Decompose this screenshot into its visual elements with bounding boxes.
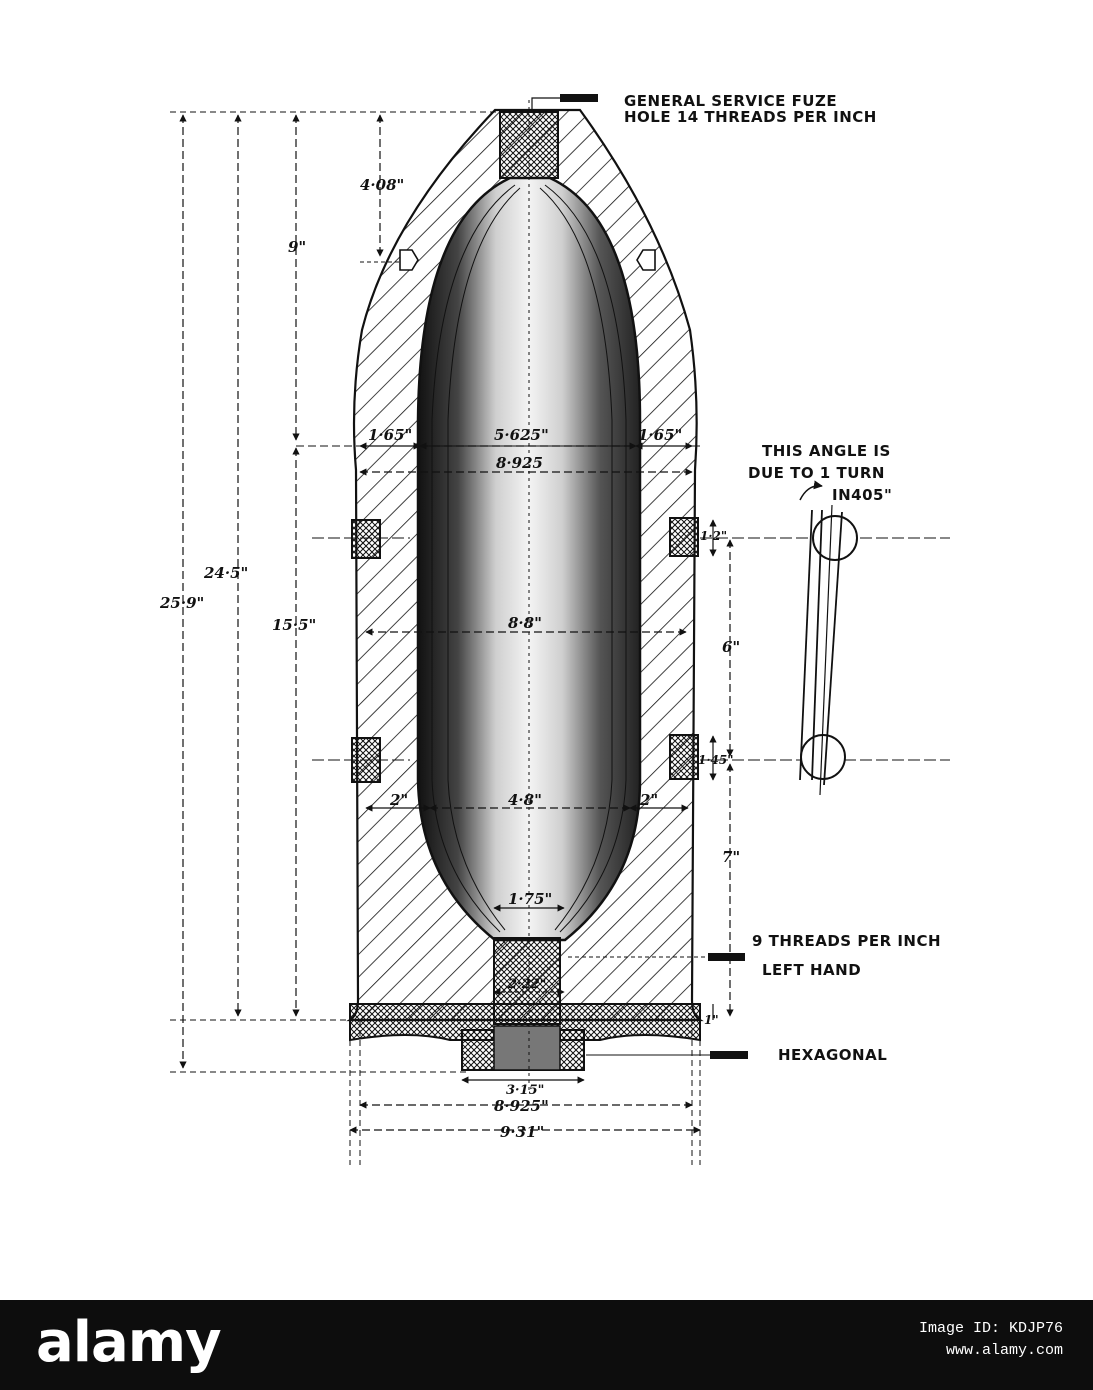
dim-body-diameter: 8·925 [496,454,543,472]
image-id: Image ID: KDJP76 [918,1320,1063,1337]
driving-band-upper-left [351,519,381,559]
dim-length-inner: 24·5" [203,564,248,582]
label-angle-line2: DUE TO 1 TURN [748,464,885,482]
dim-fuze-depth: 4·08" [360,176,404,194]
dim-wall-right-head: 1·65" [638,426,682,444]
dim-band-width-1: 1·2" [700,529,727,543]
label-fuze-line2: HOLE 14 THREADS PER INCH [624,108,877,126]
dim-base-gap: 1" [704,1013,719,1027]
alamy-logo: alamy [36,1310,222,1375]
dim-wall-right-base: 2" [639,791,658,809]
driving-band-upper-right [669,517,699,557]
dim-cavity-head: 5·625" [494,426,549,444]
rifling-angle-diagram [799,480,858,796]
dim-band-spacing: 6" [722,638,740,656]
dim-cavity-mid: 8·8" [508,614,542,632]
driving-band-lower-right [669,734,699,780]
dim-hex-width: 3·15" [506,1083,544,1098]
dim-band-width-2: 1·45" [698,753,733,767]
label-fuze-line1: GENERAL SERVICE FUZE [624,92,837,110]
shell-section-drawing: GENERAL SERVICE FUZE HOLE 14 THREADS PER… [159,92,950,1165]
stud-right [636,249,656,271]
pointer-arrow-threads [568,953,745,961]
label-hexagonal: HEXAGONAL [778,1046,887,1064]
dim-wall-left-head: 1·65" [368,426,412,444]
label-angle-line1: THIS ANGLE IS [762,442,891,460]
stock-info: Image ID: KDJP76 www.alamy.com [919,1318,1063,1362]
dim-plug: 2·22" [507,977,546,992]
label-angle-line3: IN405" [832,486,892,504]
dim-cavity-base: 4·8" [508,791,542,809]
dim-head-length: 9" [288,238,306,256]
dim-length-total: 25·9" [159,594,204,612]
dim-wall-left-base: 2" [389,791,408,809]
dim-base-to-band: 7" [722,848,740,866]
dim-rim-diameter: 9·31" [500,1123,544,1141]
dim-base-diameter: 8·925" [494,1097,549,1115]
stock-url: www.alamy.com [945,1342,1063,1359]
stud-left [399,249,419,271]
watermark-footer: alamy Image ID: KDJP76 www.alamy.com [0,1300,1093,1390]
shell-cavity [416,176,642,942]
pointer-arrow-hexagonal [586,1051,748,1059]
dim-neck: 1·75" [508,890,552,908]
label-threads-line1: 9 THREADS PER INCH [752,932,941,950]
dim-cyl-length: 15·5" [272,616,316,634]
pointer-arrow-fuze [531,94,598,110]
label-threads-line2: LEFT HAND [762,961,861,979]
